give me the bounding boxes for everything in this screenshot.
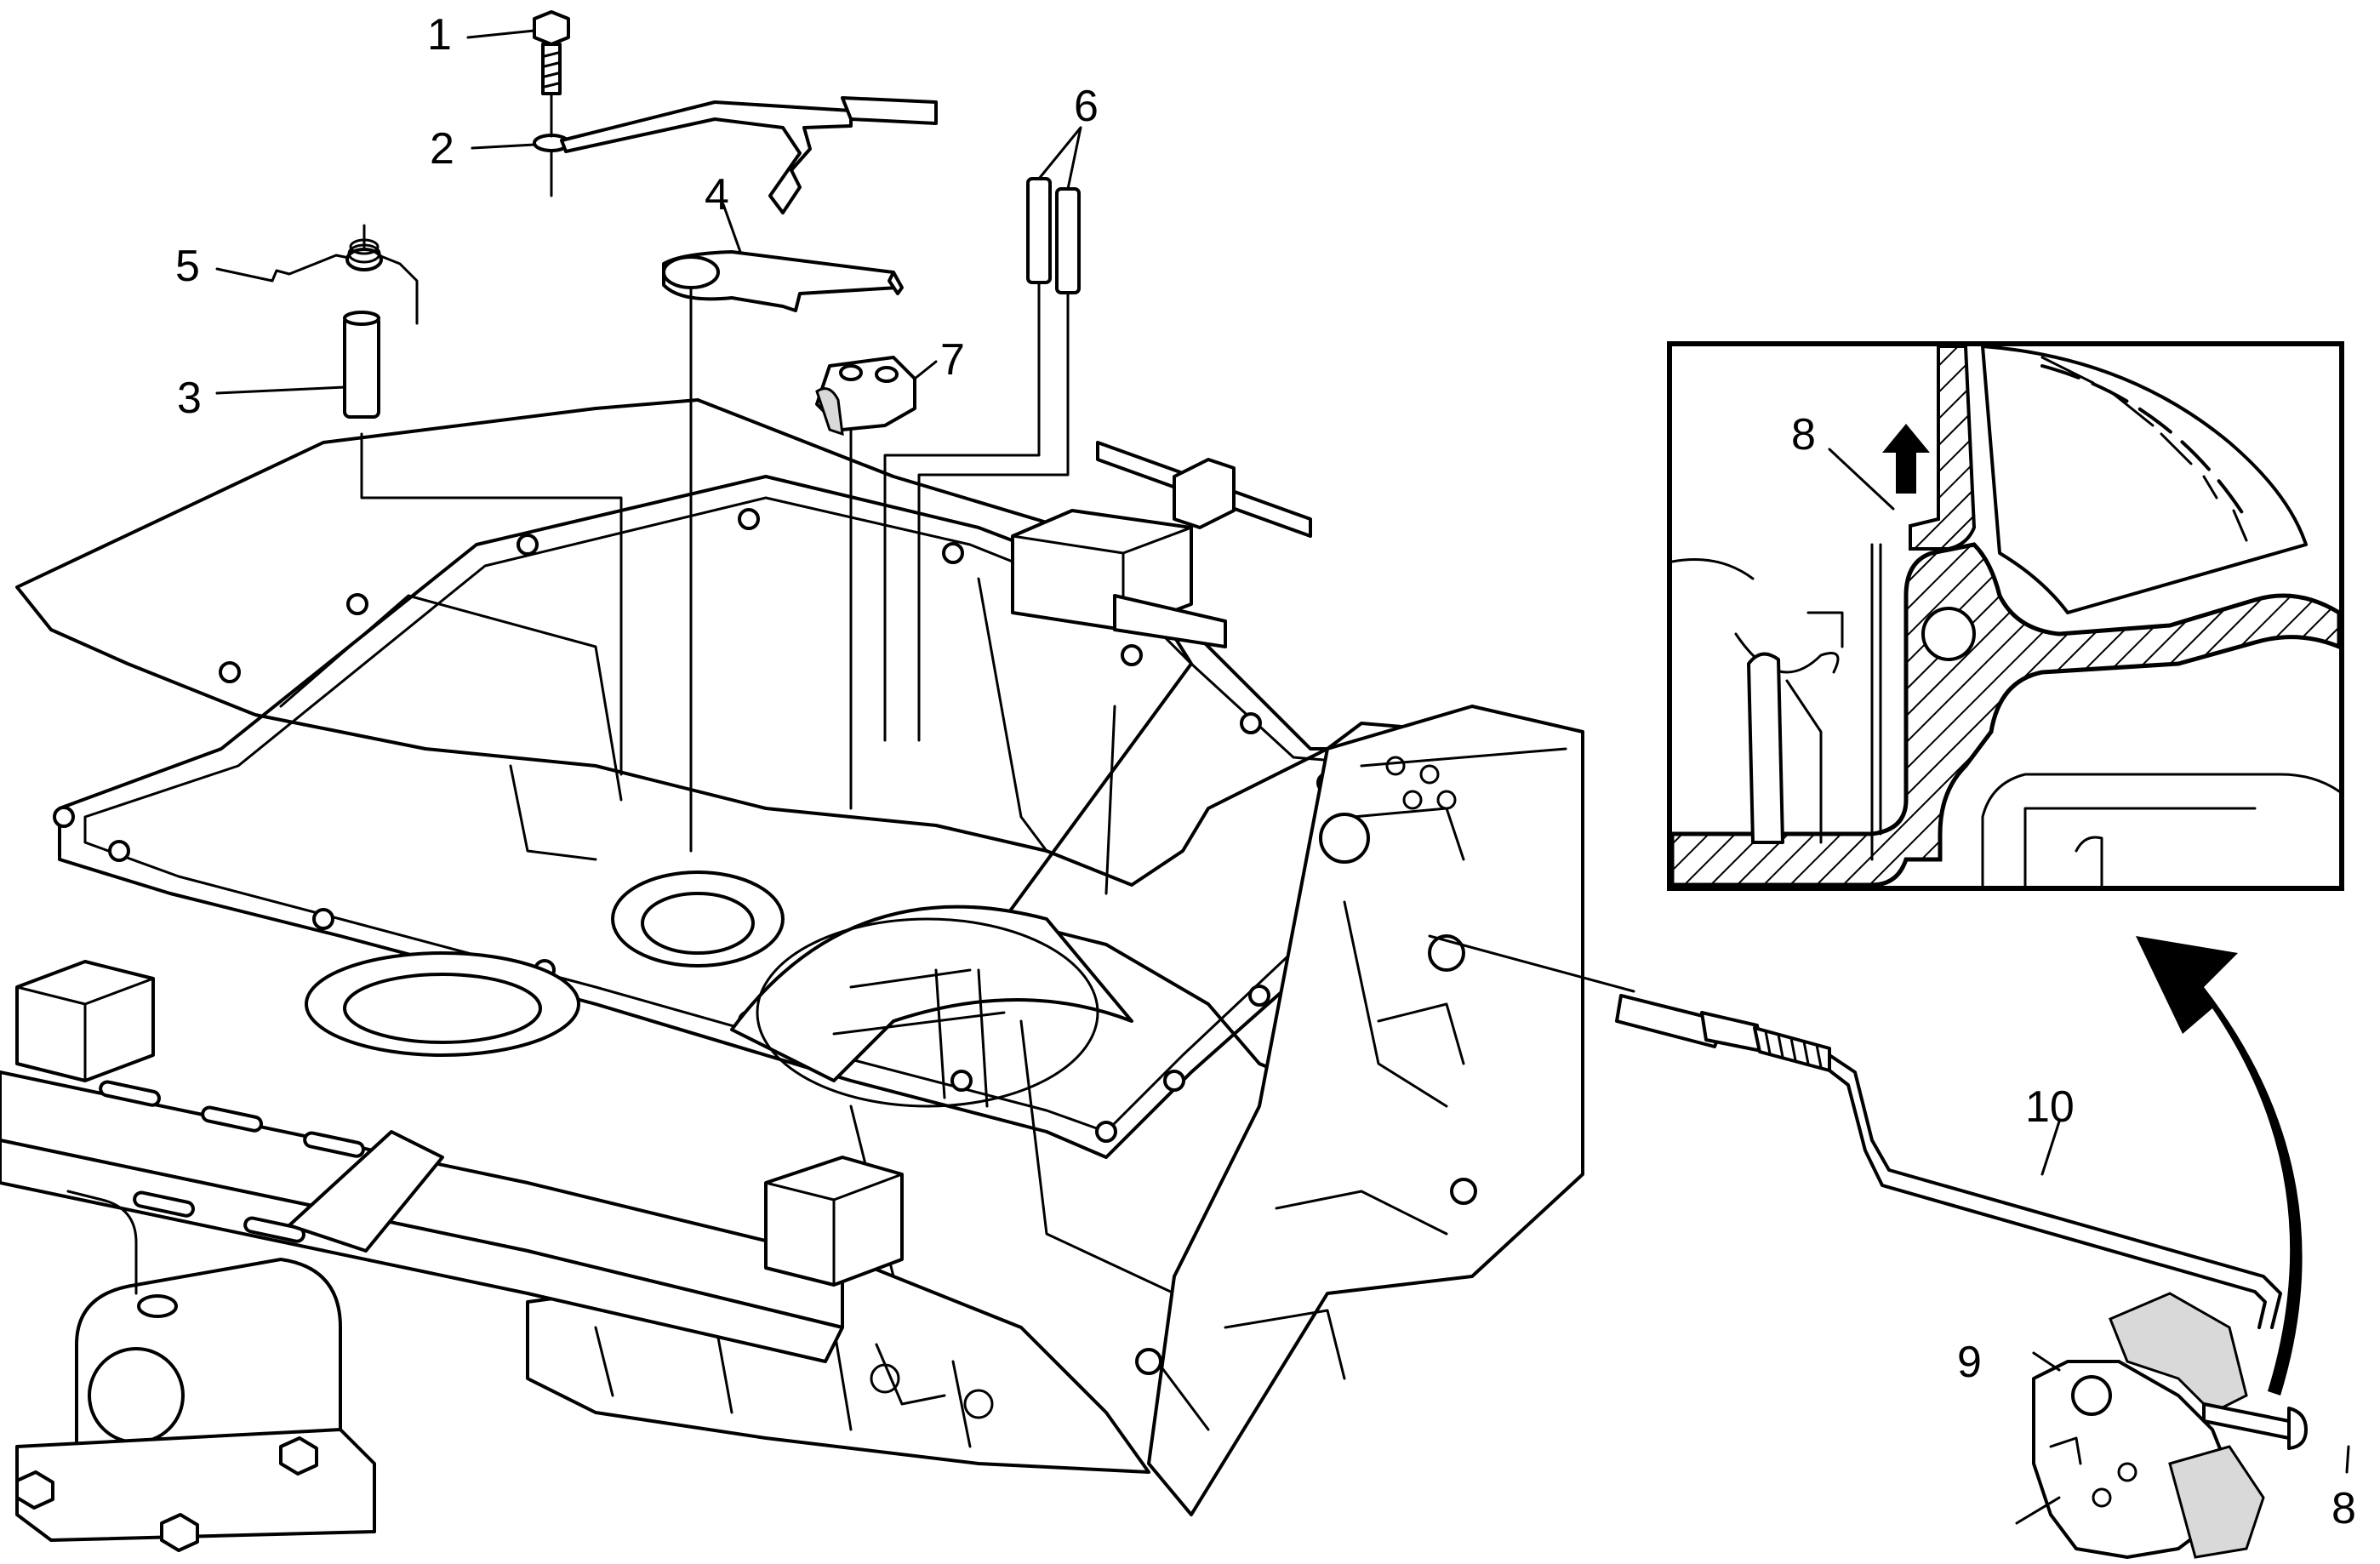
part-7-bracket: [815, 356, 916, 437]
holding-fixture: [0, 960, 904, 1552]
detail-inset: [1667, 341, 2344, 891]
callout-4: 4: [705, 170, 729, 220]
callout-2: 2: [430, 124, 454, 174]
part-10-shift-shaft: [1615, 994, 2282, 1329]
callout-leaders: [215, 29, 2350, 1474]
arrow-up-icon: [1882, 424, 1930, 494]
callout-10: 10: [2025, 1082, 2075, 1132]
callout-labels: 1 2 3 4 5 6 7 8 8 9 10: [175, 10, 2356, 1533]
tool-block: [1011, 441, 1312, 648]
callout-3: 3: [177, 374, 202, 423]
part-4-lever: [662, 250, 904, 312]
callout-6: 6: [1074, 82, 1099, 131]
callout-9: 9: [1957, 1338, 1982, 1387]
part-3-pin: [343, 311, 380, 419]
callout-7: 7: [940, 335, 965, 385]
part-5-torsion-spring: [271, 224, 419, 325]
callout-5: 5: [175, 242, 200, 291]
part-6-pins: [1026, 177, 1081, 294]
exploded-leader-lines: [360, 92, 1635, 993]
transmission-case: [15, 398, 1584, 1516]
part-9-lever-assembly: [2015, 1292, 2308, 1559]
part-2-spring: [533, 96, 938, 214]
part-1-bolt: [533, 10, 570, 95]
callout-1: 1: [427, 10, 452, 60]
curved-arrow-icon: [2136, 936, 2303, 1396]
callout-8-inset: 8: [1791, 410, 1816, 459]
callout-8-bolt: 8: [2331, 1484, 2356, 1533]
